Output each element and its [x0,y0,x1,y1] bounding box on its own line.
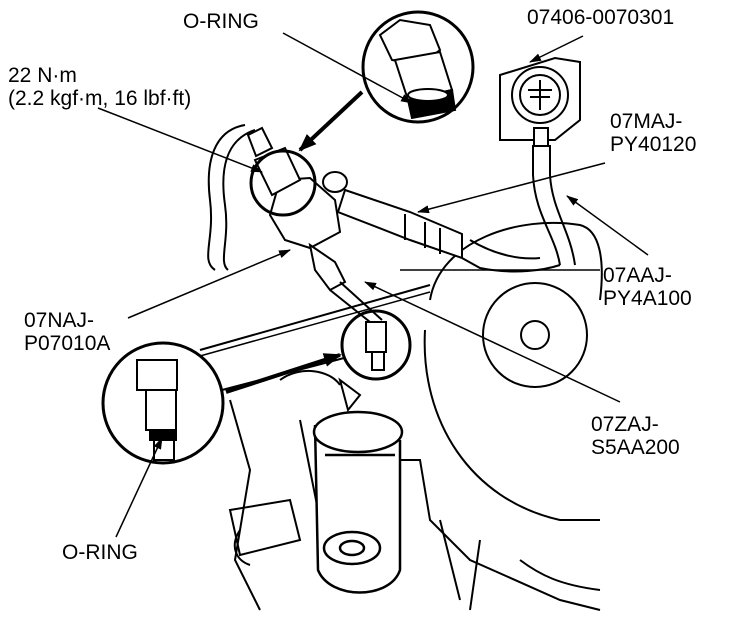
label-adapter-hose-2: PY40120 [610,133,697,156]
gauge-hose [461,145,576,273]
detail-circle-top [361,10,475,124]
adapter-fitting [338,321,387,413]
label-adapter-hose-1: 07MAJ- [610,110,683,133]
adapter-hose [322,171,463,260]
label-oring-top: O-RING [183,10,259,33]
label-oring-bottom: O-RING [62,541,138,564]
label-adapter-1: 07ZAJ- [591,413,659,436]
leader-lines [97,32,649,538]
detail-circle-block [340,309,412,381]
label-hose-2: PY4A100 [603,287,692,310]
label-tool-gauge: 07406-0070301 [527,6,675,29]
detail-connectors [221,90,364,394]
detail-circle-bottom [101,341,225,465]
pressure-gauge [499,56,581,147]
label-joint-2: P07010A [24,332,111,355]
wire-loop [207,124,256,271]
label-torque-value: 22 N·m [8,64,77,87]
adapter-pipe [329,281,383,323]
t-joint [246,126,347,292]
label-hose-1: 07AAJ- [603,264,672,287]
oil-filter [312,410,404,594]
label-torque-conversion: (2.2 kgf·m, 16 lbf·ft) [8,87,192,110]
label-joint-1: 07NAJ- [24,309,95,332]
label-adapter-2: S5AA200 [591,436,680,459]
detail-circle-fitting [249,149,317,217]
